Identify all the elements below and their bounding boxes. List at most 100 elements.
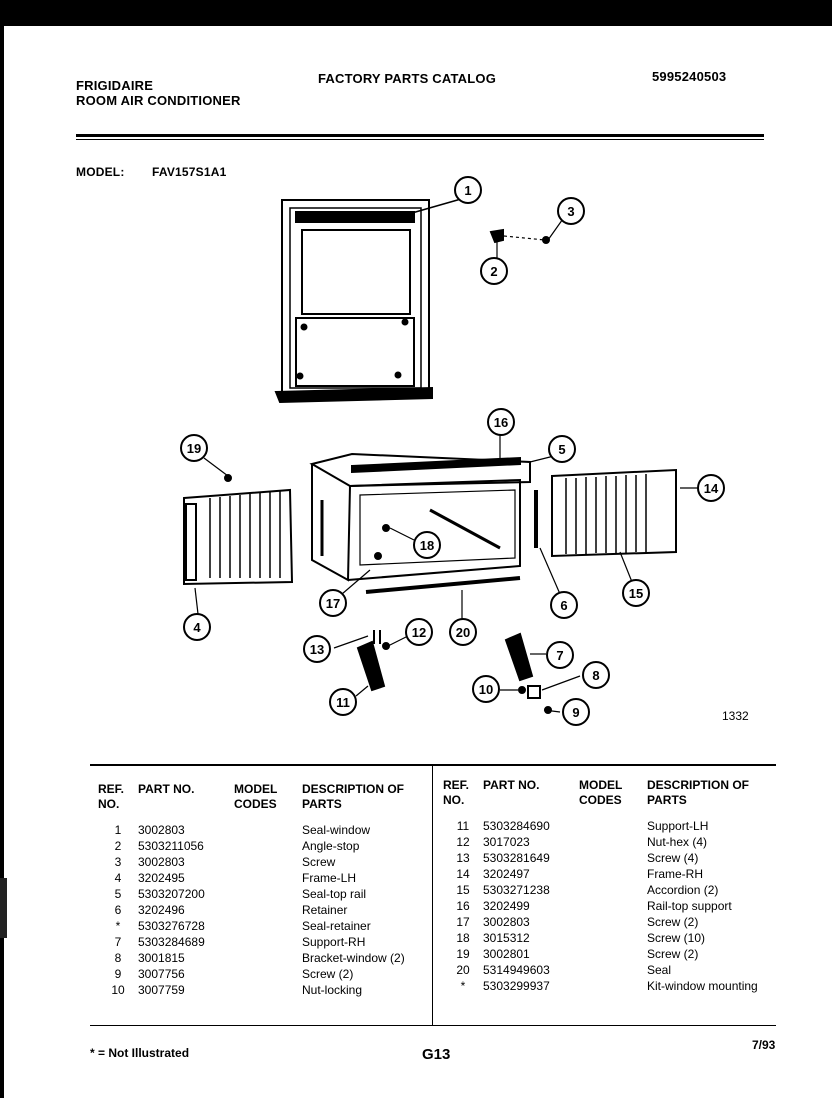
left-accordion-drawing xyxy=(183,488,294,615)
model-codes-cell xyxy=(579,946,647,962)
window-frame-drawing xyxy=(274,196,469,404)
model-codes-cell xyxy=(234,854,302,870)
svg-text:2: 2 xyxy=(490,264,497,279)
angle-stop-drawing xyxy=(489,215,566,258)
description-cell: Screw (2) xyxy=(647,947,699,961)
left-support-drawing xyxy=(333,630,409,697)
description-cell: Bracket-window (2) xyxy=(302,951,405,965)
model-codes-cell xyxy=(234,966,302,982)
model-codes-cell xyxy=(579,914,647,930)
part-number-cell: 3002803 xyxy=(138,823,185,837)
svg-text:14: 14 xyxy=(704,481,719,496)
description-cell: Seal-top rail xyxy=(302,887,367,901)
part-number-cell: 5303284689 xyxy=(138,935,205,949)
part-number-cell: 3007759 xyxy=(138,983,185,997)
svg-text:1: 1 xyxy=(464,183,471,198)
part-number-cell: 3007756 xyxy=(138,967,185,981)
ref-cell: 2 xyxy=(114,839,122,853)
description-cell: Nut-hex (4) xyxy=(647,835,708,849)
part-number-cell: 3017023 xyxy=(483,835,530,849)
catalog-number: 5995240503 xyxy=(652,69,727,84)
right-support-drawing xyxy=(500,632,581,714)
callout-9: 9 xyxy=(562,698,590,726)
table-row: 1 3002803 Seal-window xyxy=(98,822,428,838)
part-number-cell: 3015312 xyxy=(483,931,530,945)
part-number-cell: 3202496 xyxy=(138,903,185,917)
description-cell: Nut-locking xyxy=(302,983,363,997)
svg-text:17: 17 xyxy=(326,596,340,611)
model-codes-cell xyxy=(234,934,302,950)
model-codes-cell xyxy=(234,886,302,902)
ref-cell: 15 xyxy=(456,883,470,897)
callout-20: 20 xyxy=(449,618,477,646)
ref-cell: 17 xyxy=(456,915,470,929)
svg-text:11: 11 xyxy=(336,695,350,710)
svg-text:4: 4 xyxy=(193,620,201,635)
col-header-desc: DESCRIPTION OF PARTS xyxy=(302,782,405,811)
catalog-title: FACTORY PARTS CATALOG xyxy=(318,71,497,86)
scan-top-border xyxy=(0,0,832,26)
description-cell: Frame-LH xyxy=(302,871,357,885)
callout-1: 1 xyxy=(454,176,482,204)
model-codes-cell xyxy=(579,978,647,994)
table-row: 6 3202496 Retainer xyxy=(98,902,428,918)
svg-text:9: 9 xyxy=(572,705,579,720)
model-codes-cell xyxy=(234,838,302,854)
model-codes-cell xyxy=(579,834,647,850)
brand-name: FRIGIDAIRE xyxy=(76,78,154,93)
ref-cell: 7 xyxy=(114,935,122,949)
ref-cell: 9 xyxy=(114,967,122,981)
svg-text:7: 7 xyxy=(556,648,563,663)
cabinet-drawing xyxy=(309,451,571,582)
ref-cell: 1 xyxy=(114,823,122,837)
col-header-part: PART NO. xyxy=(138,782,195,796)
model-codes-cell xyxy=(579,866,647,882)
callout-10: 10 xyxy=(472,675,500,703)
model-codes-cell xyxy=(579,850,647,866)
ref-cell: 6 xyxy=(114,903,122,917)
part-number-cell: 5303284690 xyxy=(483,819,550,833)
description-cell: Support-RH xyxy=(302,935,366,949)
table-column-divider xyxy=(432,766,433,1025)
callout-17: 17 xyxy=(319,589,347,617)
description-cell: Kit-window mounting xyxy=(647,979,758,993)
callout-14: 14 xyxy=(697,474,725,502)
model-codes-cell xyxy=(234,822,302,838)
svg-text:19: 19 xyxy=(187,441,201,456)
col-header-ref: REF. NO. xyxy=(98,782,125,811)
col-header-desc: DESCRIPTION OF PARTS xyxy=(647,778,750,807)
ref-cell: 5 xyxy=(114,887,122,901)
part-number-cell: 3001815 xyxy=(138,951,185,965)
callout-3: 3 xyxy=(557,197,585,225)
callout-4: 4 xyxy=(183,613,211,641)
callout-15: 15 xyxy=(622,579,650,607)
description-cell: Rail-top support xyxy=(647,899,732,913)
ref-cell: 19 xyxy=(456,947,470,961)
part-number-cell: 3002801 xyxy=(483,947,530,961)
part-number-cell: 5303281649 xyxy=(483,851,550,865)
model-codes-cell xyxy=(234,918,302,934)
part-number-cell: 5314949603 xyxy=(483,963,550,977)
header-rule-thin xyxy=(76,139,764,140)
ref-cell: 8 xyxy=(114,951,122,965)
svg-text:16: 16 xyxy=(494,415,508,430)
ref-cell: 20 xyxy=(456,963,470,977)
table-row: 19 3002801 Screw (2) xyxy=(443,946,776,962)
ref-cell: 11 xyxy=(456,819,470,833)
description-cell: Retainer xyxy=(302,903,348,917)
svg-text:20: 20 xyxy=(456,625,470,640)
description-cell: Seal-window xyxy=(302,823,371,837)
ref-cell: 14 xyxy=(456,867,470,881)
model-codes-cell xyxy=(579,930,647,946)
svg-text:15: 15 xyxy=(629,586,643,601)
not-illustrated-note: * = Not Illustrated xyxy=(90,1046,190,1060)
part-number-cell: 5303299937 xyxy=(483,979,550,993)
